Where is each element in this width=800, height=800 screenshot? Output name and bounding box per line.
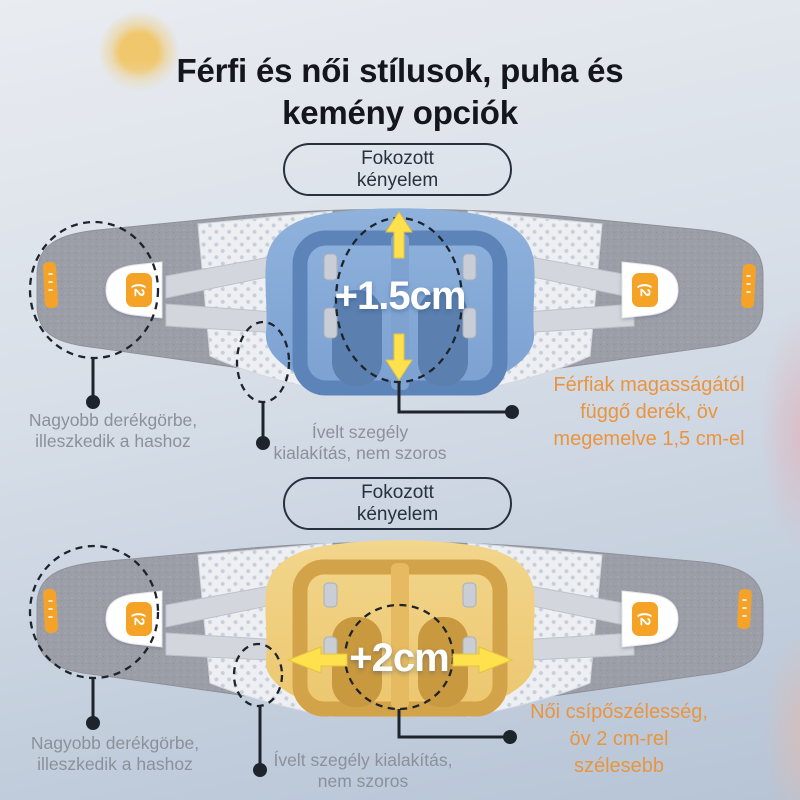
brand-logo-text: (2 [131,612,148,625]
belt-illustration-women: (2 (2 [36,540,764,718]
brand-logo-text: (2 [637,283,654,296]
callout-line: Férfiak magasságától [553,374,745,396]
title-line-2: kemény opciók [282,94,518,131]
callout-line: Ívelt szegély [311,422,409,442]
callout-line: Ívelt szegély kialakítás, [273,750,453,770]
leader-dot [86,716,100,730]
callout-line: Női csípőszélesség, [530,701,708,723]
comfort-badge-2: Fokozott kényelem [283,477,512,530]
badge-line: kényelem [356,503,439,525]
brand-logo-text: (2 [637,612,654,625]
callout-line: Nagyobb derékgörbe, [30,733,200,753]
center-support-panel [265,540,535,717]
title-line-1: Férfi és női stílusok, puha és [176,52,624,89]
measurement-label-1: +1.5cm [334,274,467,318]
sun-glow-icon [94,10,186,122]
callout-line: illeszkedik a hashoz [37,754,193,774]
callout-line: illeszkedik a hashoz [35,431,191,451]
strap-buckles [323,253,477,339]
page-title: Férfi és női stílusok, puha és kemény op… [0,50,800,134]
callout-men-height: Férfiak magasságától függő derék, öv meg… [520,372,778,453]
pull-tab-right: (2 [621,590,679,648]
callout-waist-curve-2: Nagyobb derékgörbe, illeszkedik a hashoz [8,733,222,775]
badge-line: kényelem [356,169,439,191]
callout-line: függő derék, öv [580,401,718,423]
pull-tab-right: (2 [621,261,679,319]
callout-line: Nagyobb derékgörbe, [28,410,198,430]
brand-logo [632,273,658,307]
callout-line: szélesebb [573,755,665,777]
badge-line: Fokozott [361,481,434,503]
comfort-badge-1: Fokozott kényelem [283,143,512,196]
callout-waist-curve-1: Nagyobb derékgörbe, illeszkedik a hashoz [6,410,220,452]
brand-logo [632,602,658,636]
callout-curved-edge-1: Ívelt szegély kialakítás, nem szoros [253,422,467,464]
badge-line: Fokozott [361,147,434,169]
brand-logo-text: (2 [131,283,148,296]
measurement-label-2: +2cm [349,636,449,680]
callout-line: kialakítás, nem szoros [273,443,447,463]
callout-line: öv 2 cm-rel [569,728,669,750]
callout-women-hip: Női csípőszélesség, öv 2 cm-rel széleseb… [500,699,738,780]
callout-curved-edge-2: Ívelt szegély kialakítás, nem szoros [256,750,470,792]
callout-line: megemelve 1,5 cm-el [553,428,745,450]
callout-line: nem szoros [317,771,409,791]
